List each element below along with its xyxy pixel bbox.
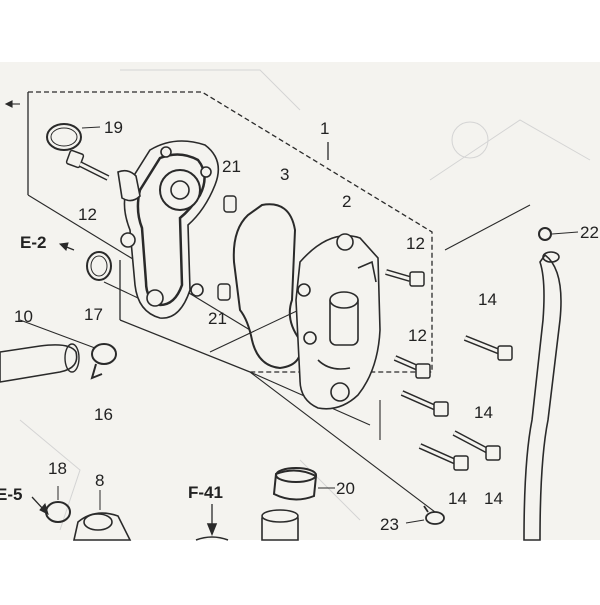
coolant-hose-right [523,253,562,541]
o-ring-17 [86,251,112,281]
bolt-14-a [463,335,513,361]
bolt-12-lower-right [393,355,431,379]
label-part-3: 3 [280,165,289,184]
hose-clip-22 [538,227,579,241]
ref-label-e2: E-2 [20,233,46,252]
hose-10 [0,344,78,383]
hose-10-end [64,343,80,373]
bolt-12-left [65,149,110,181]
bolt-14-d [452,430,501,461]
label-part-16: 16 [94,405,113,424]
label-part-2: 2 [342,192,351,211]
fitting-8 [73,490,132,541]
dowel-pin-21-top [223,195,237,213]
label-part-21-bottom: 21 [208,309,227,328]
ref-label-e5: E-5 [0,485,22,504]
pipe-f41 [195,504,299,541]
bolt-14-b [400,390,449,417]
ref-arrows [31,242,75,515]
label-part-21-top: 21 [222,157,241,176]
label-part-19: 19 [104,118,123,137]
clip-23 [405,505,445,525]
label-part-17: 17 [84,305,103,324]
label-part-22: 22 [580,223,599,242]
water-pump-body [117,140,220,319]
ref-label-f41: F-41 [188,483,223,502]
hose-clamp-16 [90,343,117,380]
o-ring-19 [46,123,101,151]
thermostat-housing-2 [295,233,381,410]
label-part-18: 18 [48,459,67,478]
dowel-pin-21-bottom [217,283,231,301]
label-part-14-a: 14 [478,290,497,309]
bolt-12-upper-right [385,269,425,287]
label-part-10: 10 [14,307,33,326]
hose-clamp-20 [272,467,335,501]
label-part-23: 23 [380,515,399,534]
gasket-3 [232,203,302,370]
label-part-8: 8 [95,471,104,490]
bolt-14-c [418,443,469,471]
label-part-20: 20 [336,479,355,498]
label-part-14-b: 14 [474,403,493,422]
label-part-1: 1 [320,119,329,138]
label-part-12-upper-right: 12 [406,234,425,253]
label-part-14-d: 14 [484,489,503,508]
label-part-12-left: 12 [78,205,97,224]
hose-end-right [542,251,560,263]
label-part-12-lower-right: 12 [408,326,427,345]
label-part-14-c: 14 [448,489,467,508]
